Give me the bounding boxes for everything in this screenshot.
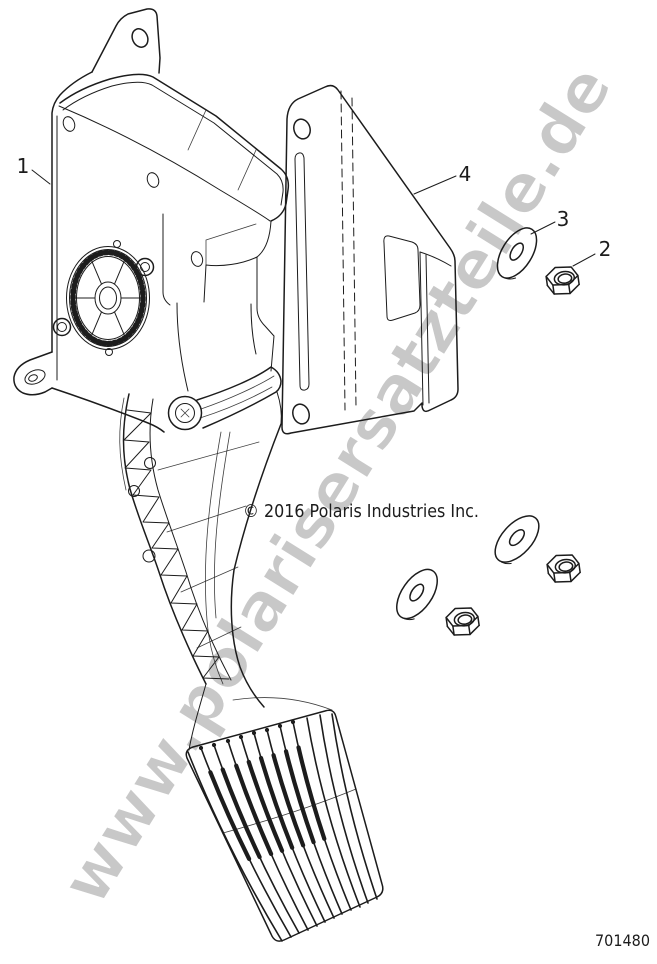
callout-2-label: 2 bbox=[599, 237, 612, 261]
screw-head bbox=[52, 317, 72, 337]
copyright-notice: © 2016 Polaris Industries Inc. bbox=[243, 502, 479, 522]
pivot-bolt bbox=[167, 395, 203, 431]
bracket-slot bbox=[294, 152, 310, 391]
nut-lower-right bbox=[545, 551, 582, 586]
arm-hole bbox=[128, 485, 140, 497]
mounting-bracket-item-4 bbox=[281, 84, 459, 435]
callout-4-leader bbox=[413, 175, 457, 195]
arm-truss bbox=[123, 409, 230, 680]
rotor-spokes bbox=[75, 261, 141, 335]
callouts: 1 2 3 4 bbox=[17, 154, 612, 267]
pedal-pad bbox=[185, 709, 384, 942]
pad-ribs bbox=[187, 713, 378, 942]
bracket-fold-lines bbox=[340, 90, 357, 411]
pad-seam bbox=[222, 788, 357, 834]
pivot-link bbox=[167, 366, 282, 431]
callout-2-leader bbox=[572, 253, 596, 267]
callout-4-label: 4 bbox=[459, 162, 472, 186]
nut-item-2 bbox=[544, 263, 581, 298]
nut-lower-left bbox=[444, 604, 481, 639]
arm-hole bbox=[142, 549, 156, 563]
tab-bolt-hole bbox=[131, 28, 149, 48]
rotor-gear-teeth bbox=[70, 249, 146, 347]
pedal-assembly-item-1 bbox=[13, 8, 384, 942]
washer-lower-right bbox=[486, 507, 548, 571]
part-number: 701480 bbox=[595, 931, 650, 950]
top-mounting-tab bbox=[91, 8, 161, 74]
callout-3-label: 3 bbox=[557, 207, 570, 231]
housing-hole bbox=[190, 251, 204, 267]
washer-lower-left bbox=[387, 561, 447, 627]
callout-1-leader bbox=[31, 169, 51, 185]
housing-hole bbox=[146, 172, 160, 188]
callout-1-label: 1 bbox=[17, 154, 30, 178]
sensor-rotor bbox=[66, 240, 150, 356]
sensor-housing bbox=[51, 71, 290, 433]
pedal-arm bbox=[119, 393, 333, 751]
arm-hole bbox=[144, 457, 156, 469]
bracket-cutout bbox=[383, 235, 421, 321]
lower-mounting-tab bbox=[13, 351, 53, 396]
callout-3-leader bbox=[530, 221, 556, 235]
bracket-hole-top bbox=[293, 118, 311, 140]
housing-hole bbox=[62, 116, 76, 132]
bracket-hole-bottom bbox=[292, 403, 310, 425]
tab-slot-hole bbox=[24, 369, 46, 385]
